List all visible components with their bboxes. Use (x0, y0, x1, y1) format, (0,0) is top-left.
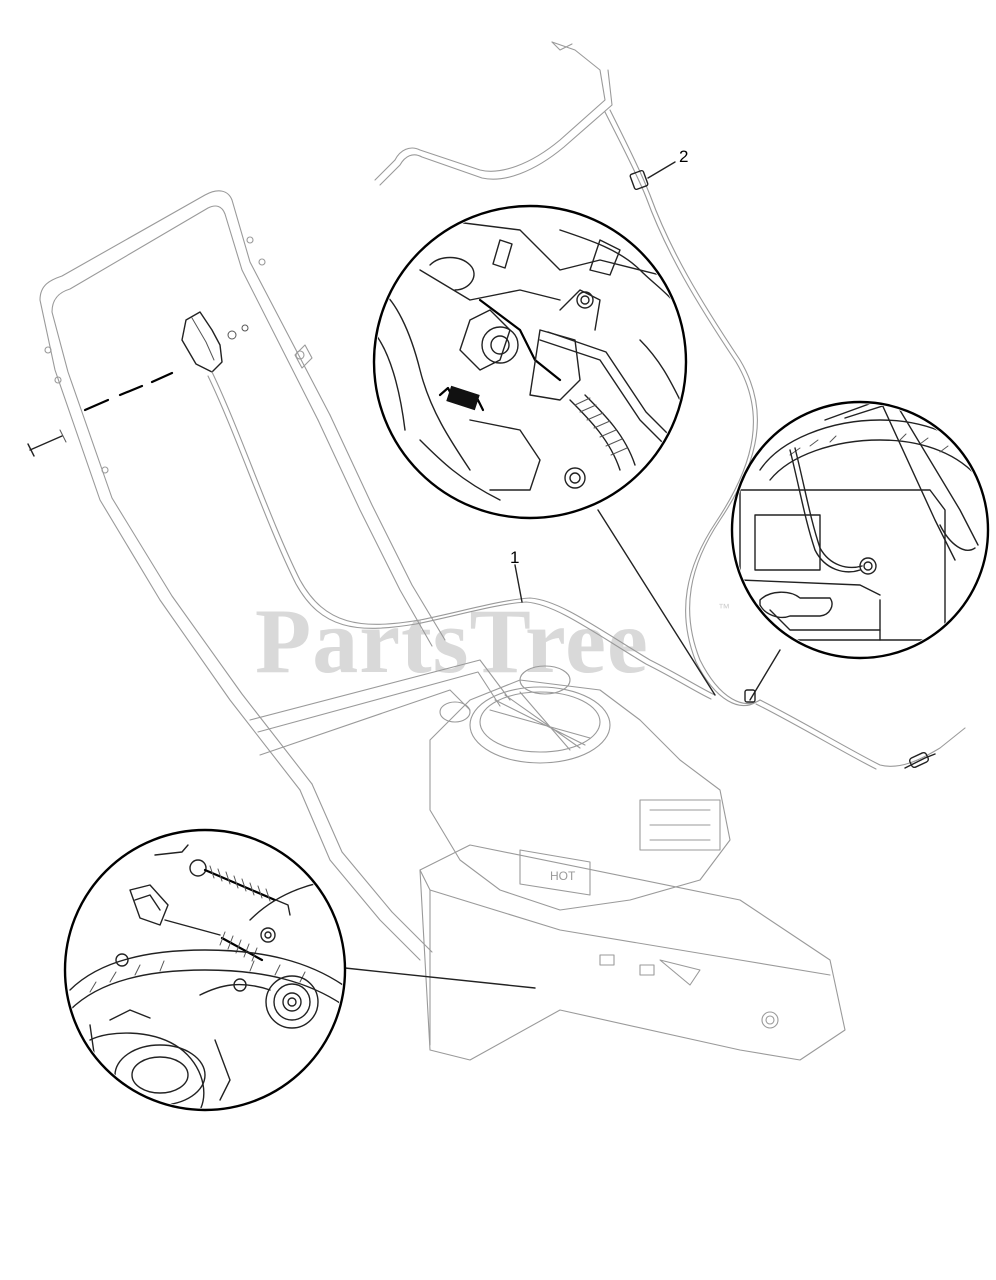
callout-1-number: 1 (510, 548, 519, 567)
watermark: PartsTree ™ (255, 590, 730, 692)
mower-deck (419, 844, 846, 1061)
callout-2-number: 2 (679, 147, 688, 166)
cable-1 (207, 371, 716, 700)
callout-labels: 1 2 (510, 147, 688, 567)
control-lever (27, 311, 249, 457)
handle-assembly (39, 190, 511, 961)
engine: HOT (429, 665, 731, 911)
detail-view-engine-control (372, 204, 688, 520)
detail-view-belt-spring (63, 828, 347, 1112)
leader-lines (344, 161, 781, 989)
watermark-trademark: ™ (718, 601, 730, 615)
watermark-text: PartsTree (255, 590, 649, 692)
detail-view-cable-routing (730, 400, 990, 660)
engine-hot-label: HOT (550, 869, 576, 883)
cable-2 (374, 41, 966, 770)
